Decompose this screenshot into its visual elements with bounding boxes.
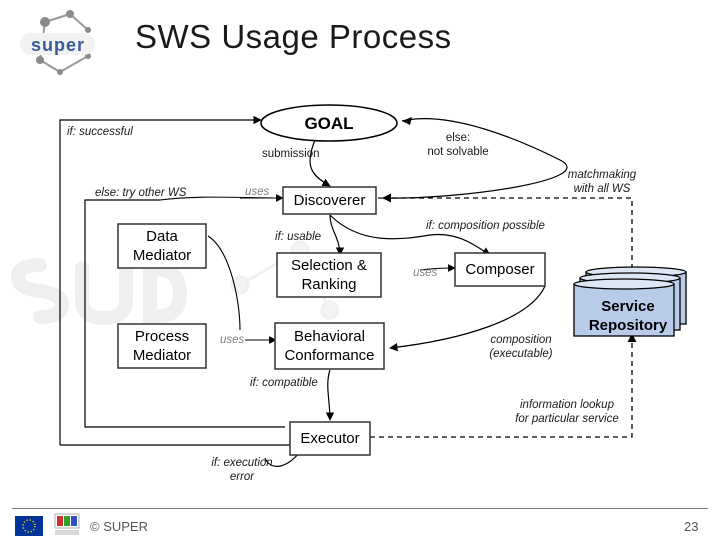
information-lookup-label: information lookup for particular servic… [515, 399, 619, 425]
else-not-solvable-connector [377, 118, 568, 199]
service-repository-shape [573, 266, 687, 337]
copyright-text: © SUPER [90, 519, 148, 534]
footer-divider [12, 508, 708, 509]
else-try-other-label: else: try other WS [95, 187, 187, 199]
behavioral-shape [274, 322, 385, 370]
selection-ranking-node: Selection & Ranking [291, 257, 367, 293]
goal-node: GOAL [304, 113, 354, 133]
if-execution-error-connector [264, 451, 301, 467]
data-mediator-shape [117, 223, 207, 269]
else-not-solvable-label: else: not solvable [427, 132, 489, 158]
if-successful-connector [59, 115, 262, 445]
if-successful-label: if: successful [67, 126, 133, 138]
page-number: 23 [684, 519, 699, 534]
discoverer-shape [282, 186, 377, 215]
composition-executable-label: composition (executable) [489, 334, 553, 360]
if-execution-error-label: if: execution error [211, 457, 273, 483]
matchmaking-connector [382, 193, 633, 268]
service-repository-node: Service Repository [588, 298, 668, 334]
logo-wordmark: super [30, 35, 86, 55]
executor-node: Executor [300, 430, 360, 447]
submission-label: submission [262, 148, 320, 160]
selection-shape [276, 252, 382, 298]
if-composition-possible-label: if: composition possible [426, 220, 545, 232]
if-compatible-label: if: compatible [250, 377, 318, 389]
executor-shape [289, 421, 371, 456]
else-try-other-connector [84, 199, 285, 428]
uses-label-2: uses [413, 267, 438, 279]
if-usable-label: if: usable [275, 231, 322, 243]
composer-node: Composer [465, 261, 535, 278]
data-mediator-node: Data Mediator [132, 228, 192, 264]
matchmaking-label: matchmaking with all WS [567, 169, 637, 195]
discoverer-node: Discoverer [293, 192, 366, 209]
if-composition-possible-connector [329, 214, 491, 256]
behavioral-conformance-node: Behavioral Conformance [284, 328, 375, 364]
process-mediator-node: Process Mediator [132, 328, 192, 364]
information-lookup-connector [370, 333, 637, 438]
composition-executable-connector [389, 285, 546, 352]
submission-connector [309, 139, 331, 187]
ist-logo-icon [54, 513, 80, 535]
uses-label-3: uses [220, 334, 245, 346]
eu-flag-icon [15, 516, 43, 536]
uses-label-1: uses [245, 186, 270, 198]
uses-connector-2 [419, 264, 456, 272]
process-mediator-shape [117, 323, 207, 369]
composer-shape [454, 252, 546, 287]
if-usable-connector [329, 214, 345, 256]
data-mediator-to-behavioral-line [207, 235, 241, 331]
if-compatible-connector [325, 369, 335, 421]
super-logo [20, 10, 95, 75]
slide-title: SWS Usage Process [135, 18, 452, 55]
